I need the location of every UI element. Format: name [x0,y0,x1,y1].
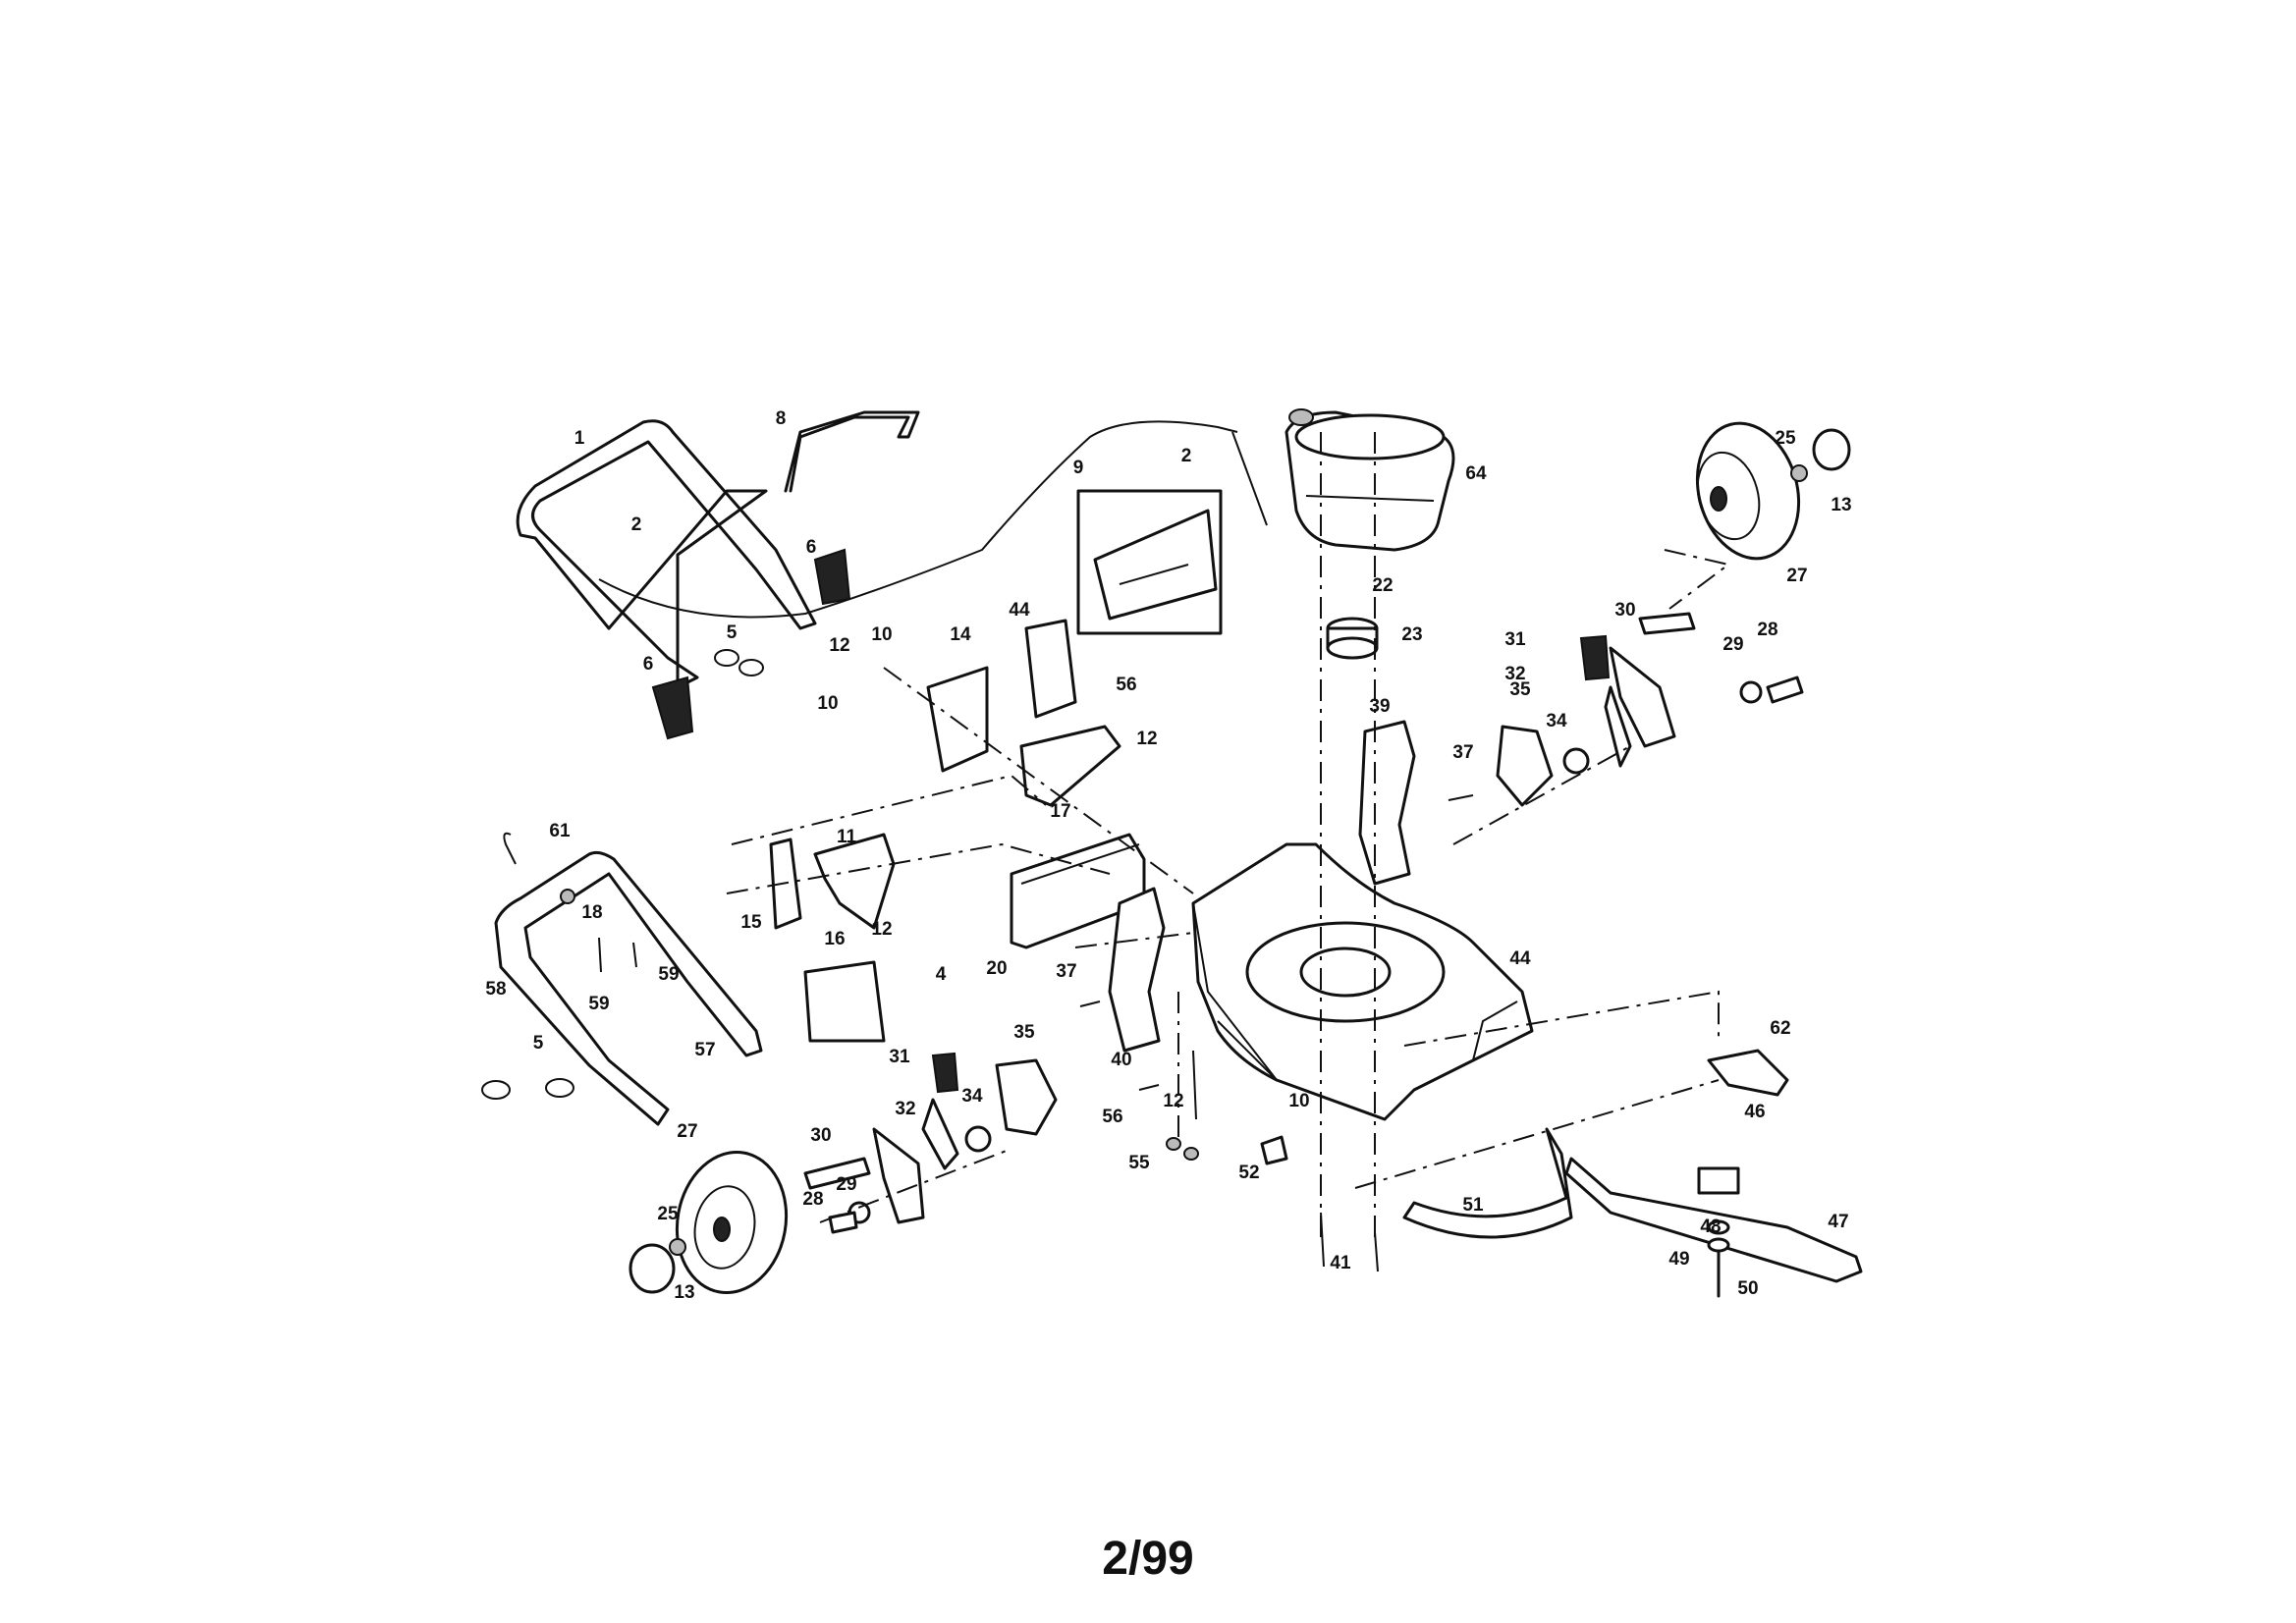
mower-deck [1191,842,1534,1121]
callout-46: 46 [1744,1102,1765,1122]
callout-13: 13 [674,1282,694,1303]
deck-bracket-40 [1079,887,1166,1053]
callout-35: 35 [1013,1022,1035,1043]
callout-39: 39 [1369,696,1390,717]
callout-52: 52 [1238,1163,1259,1183]
baffle-62 [1707,1049,1789,1097]
height-adjuster-left [803,1052,1058,1234]
callout-47: 47 [1828,1212,1848,1232]
callout-37: 37 [1056,961,1076,982]
callout-22: 22 [1372,575,1393,596]
callout-50: 50 [1737,1278,1758,1299]
callout-61: 61 [549,821,571,841]
cable-clip-5-lower [481,1078,574,1100]
callout-23: 23 [1401,624,1422,645]
chute-assembly [769,619,1146,1043]
callout-37: 37 [1452,742,1473,763]
callout-11: 11 [837,827,857,847]
callout-44: 44 [1509,948,1531,969]
callout-28: 28 [802,1189,823,1210]
callout-2: 2 [631,514,642,535]
callout-20: 20 [986,958,1007,979]
callout-56: 56 [1116,675,1136,695]
rear-wheel-left [629,1150,789,1295]
callout-13: 13 [1831,495,1851,515]
callout-28: 28 [1757,620,1777,640]
callout-30: 30 [810,1125,831,1146]
callout-10: 10 [1288,1091,1309,1111]
blade-assembly [1564,1157,1863,1298]
callout-35: 35 [1509,679,1531,700]
callout-8: 8 [776,408,787,429]
callout-5: 5 [727,622,738,643]
callout-59: 59 [588,994,609,1014]
callout-59: 59 [658,964,679,985]
callout-25: 25 [1775,428,1796,449]
upper-handle [516,419,817,689]
callout-17: 17 [1050,801,1070,822]
callout-29: 29 [836,1174,856,1195]
callout-31: 31 [889,1047,910,1067]
callout-10: 10 [871,624,892,645]
pulley [1326,617,1379,660]
callout-57: 57 [694,1040,715,1060]
callout-6: 6 [806,537,817,558]
callout-4: 4 [936,964,947,985]
callout-5: 5 [533,1033,544,1054]
callout-1: 1 [574,428,585,449]
callout-40: 40 [1111,1050,1131,1070]
decal-box [1076,489,1223,635]
rear-wheel-right [1695,421,1851,561]
callout-12: 12 [1136,729,1157,749]
callout-62: 62 [1770,1018,1790,1039]
callout-30: 30 [1614,600,1635,621]
baffle-51 [1402,1127,1573,1239]
callout-55: 55 [1128,1153,1150,1173]
callout-15: 15 [740,912,762,933]
callout-labels: 1224556689101010111212121213131415161718… [485,408,1851,1303]
callout-44: 44 [1009,600,1030,621]
lower-handle [494,832,763,1126]
assembly-lines [726,432,1731,1237]
callout-12: 12 [829,635,849,656]
callout-64: 64 [1465,463,1487,484]
callout-34: 34 [961,1086,983,1107]
callout-14: 14 [950,624,971,645]
callout-41: 41 [1330,1253,1351,1273]
callout-31: 31 [1504,629,1526,650]
callout-2: 2 [1181,446,1192,466]
callout-32: 32 [1504,664,1525,684]
callout-12: 12 [871,919,892,940]
callout-12: 12 [1163,1091,1183,1111]
callout-48: 48 [1700,1217,1721,1237]
bail-wire [784,410,920,493]
engine [1285,408,1455,552]
callout-34: 34 [1546,711,1567,731]
callout-32: 32 [895,1099,915,1119]
callout-27: 27 [1786,566,1807,586]
callout-29: 29 [1722,634,1743,655]
callout-56: 56 [1102,1107,1122,1127]
callout-18: 18 [581,902,602,923]
callout-51: 51 [1462,1195,1484,1216]
cable-clip-5-upper [714,649,764,676]
callout-9: 9 [1073,458,1084,478]
callout-10: 10 [817,693,838,714]
page-number: 2/99 [1102,1533,1194,1585]
control-cable [598,420,1268,619]
callout-27: 27 [677,1121,697,1142]
callout-49: 49 [1668,1249,1689,1270]
callout-58: 58 [485,979,506,1000]
height-adjuster-right [1496,612,1804,807]
deck-bracket-39 [1358,720,1474,886]
callout-16: 16 [824,929,845,949]
callout-6: 6 [643,654,654,675]
callout-25: 25 [657,1204,679,1224]
handle-knobs [651,548,851,740]
